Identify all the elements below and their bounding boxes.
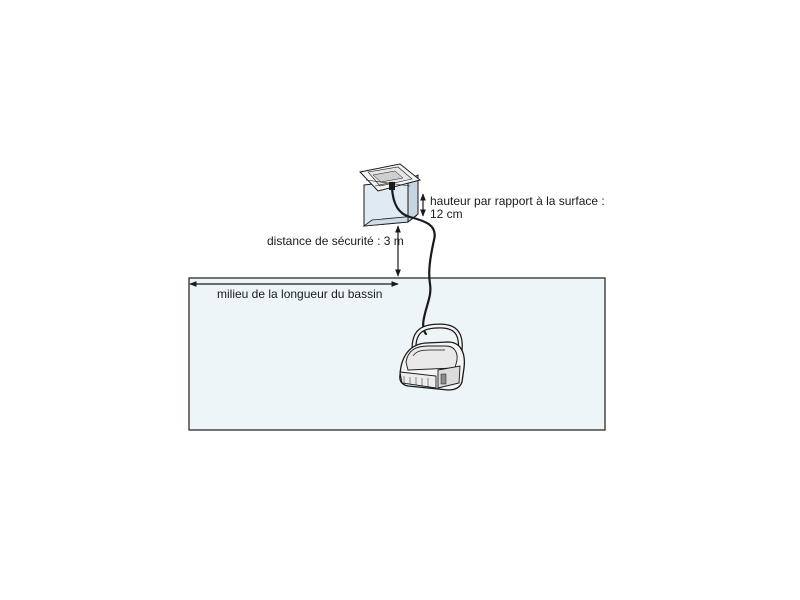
height-label-line1: hauteur par rapport à la surface :	[430, 194, 605, 208]
pool-middle-label: milieu de la longueur du bassin	[217, 287, 382, 301]
power-supply-unit	[359, 163, 422, 227]
pool-basin	[188, 277, 606, 431]
pool-robot	[399, 323, 466, 391]
height-label-line2: 12 cm	[430, 207, 463, 221]
safety-distance-label: distance de sécurité : 3 m	[267, 234, 404, 248]
power-cable	[390, 186, 436, 336]
